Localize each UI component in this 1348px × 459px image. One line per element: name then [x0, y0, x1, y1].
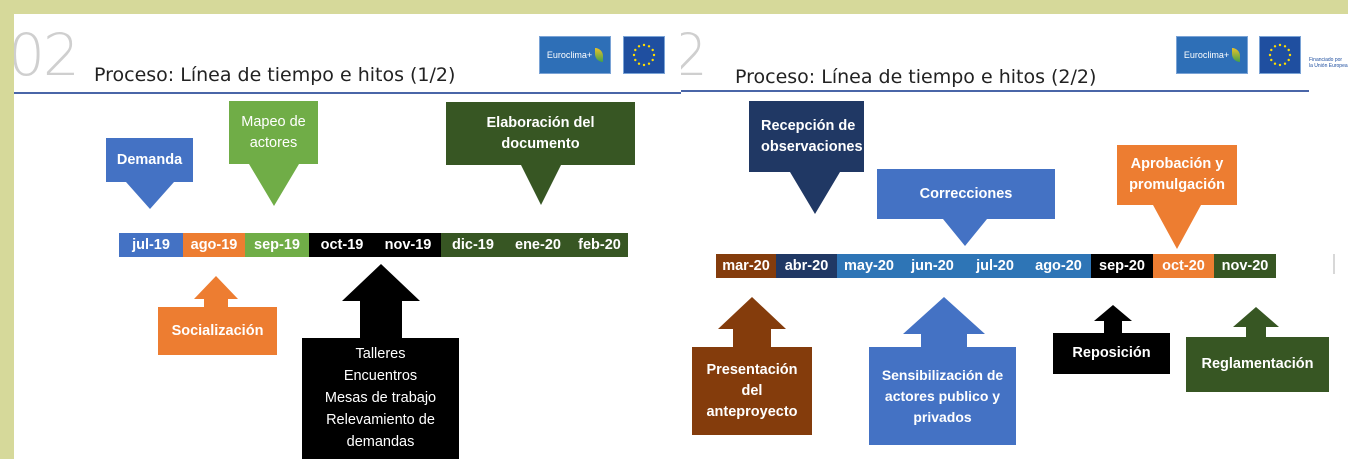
funded-by-text: Financiado por la Unión Europea — [1309, 57, 1348, 69]
timeline-segment: oct-19 — [309, 233, 375, 257]
timeline-segment: abr-20 — [776, 254, 837, 278]
timeline-segment: ago-19 — [183, 233, 245, 257]
timeline-segment: oct-20 — [1153, 254, 1214, 278]
milestone-label: Sensibilización de actores publico y pri… — [881, 366, 1004, 425]
timeline-segment: jul-20 — [964, 254, 1026, 278]
milestone-label: Aprobación y promulgación — [1129, 156, 1225, 193]
timeline-segment: sep-19 — [245, 233, 309, 257]
eu-flag-icon — [1259, 36, 1301, 74]
milestone-label: Reglamentación — [1201, 355, 1314, 372]
milestone-label: Talleres Encuentros Mesas de trabajo Rel… — [324, 346, 437, 450]
divider — [1333, 254, 1335, 274]
slide-title: Proceso: Línea de tiempo e hitos (1/2) — [94, 64, 456, 86]
timeline-segment: feb-20 — [571, 233, 628, 257]
milestone-label: Reposición — [1072, 344, 1151, 361]
timeline-segment: nov-19 — [375, 233, 441, 257]
milestone-label: Demanda — [116, 151, 183, 168]
timeline-1: jul-19 ago-19 sep-19 oct-19 nov-19 dic-1… — [119, 233, 628, 257]
milestone-label: Presentación del anteproyecto — [706, 361, 798, 420]
timeline-segment: jun-20 — [901, 254, 964, 278]
timeline-segment: nov-20 — [1214, 254, 1276, 278]
timeline-2: mar-20 abr-20 may-20 jun-20 jul-20 ago-2… — [716, 254, 1276, 278]
eu-flag-icon — [623, 36, 665, 74]
timeline-segment: ago-20 — [1026, 254, 1091, 278]
milestone-label: Correcciones — [919, 185, 1013, 202]
timeline-segment: dic-19 — [441, 233, 505, 257]
euroclima-logo: Euroclima+ — [539, 36, 611, 74]
timeline-segment: mar-20 — [716, 254, 776, 278]
milestone-label: Recepción de observaciones — [761, 117, 863, 155]
timeline-segment: sep-20 — [1091, 254, 1153, 278]
slide-number: 02 — [14, 21, 80, 89]
slide-2: 2 Proceso: Línea de tiempo e hitos (2/2)… — [681, 14, 1348, 459]
milestone-label: Elaboración del documento — [486, 114, 595, 152]
slide-title: Proceso: Línea de tiempo e hitos (2/2) — [735, 66, 1097, 88]
timeline-segment: ene-20 — [505, 233, 571, 257]
title-rule — [681, 90, 1309, 92]
slide-number: 2 — [681, 21, 708, 89]
euroclima-logo: Euroclima+ — [1176, 36, 1248, 74]
title-rule — [14, 92, 681, 94]
timeline-segment: jul-19 — [119, 233, 183, 257]
milestone-label: Mapeo de actores — [241, 113, 306, 151]
slide-1: 02 Proceso: Línea de tiempo e hitos (1/2… — [14, 14, 681, 459]
timeline-segment: may-20 — [837, 254, 901, 278]
milestone-label: Socialización — [171, 322, 264, 339]
